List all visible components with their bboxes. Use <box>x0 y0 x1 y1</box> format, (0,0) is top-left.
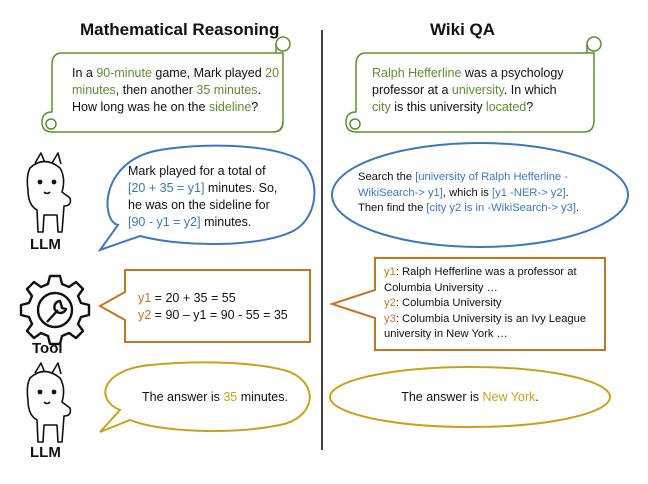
math-answer-bubble <box>99 361 311 433</box>
wiki-llm-bubble <box>331 142 629 248</box>
math-llm-bubble <box>97 144 316 252</box>
tool-label: Tool <box>32 340 63 357</box>
wiki-tool-box <box>328 257 606 351</box>
wiki-header: Wiki QA <box>430 20 496 39</box>
math-question: In a 90-minute game, Mark played 20 minu… <box>72 66 280 114</box>
math-answer-text: The answer is 35 minutes. <box>142 390 288 404</box>
wiki-answer-text: The answer is New York. <box>401 390 539 404</box>
wiki-tool-text: y1: Ralph Hefferline was a professor at … <box>384 266 587 340</box>
wiki-question-scroll <box>345 36 602 133</box>
math-tool-text: y1 = 20 + 35 = 55 y2 = 90 – y1 = 90 - 55… <box>138 291 288 322</box>
alpaca-icon <box>26 362 72 443</box>
alpaca-icon <box>26 152 72 233</box>
wiki-llm-text: Search the [university of Ralph Hefferli… <box>358 171 580 214</box>
math-header: Mathematical Reasoning <box>80 20 280 39</box>
wiki-question: Ralph Hefferline was a psychology profes… <box>372 66 564 114</box>
wiki-answer-bubble <box>329 366 611 428</box>
llm-label-bottom: LLM <box>30 444 61 461</box>
llm-label-top: LLM <box>30 236 61 253</box>
gear-wrench-icon <box>19 274 91 346</box>
math-tool-box <box>97 269 311 343</box>
math-question-scroll <box>41 36 291 133</box>
math-llm-text: Mark played for a total of [20 + 35 = y1… <box>128 164 278 229</box>
